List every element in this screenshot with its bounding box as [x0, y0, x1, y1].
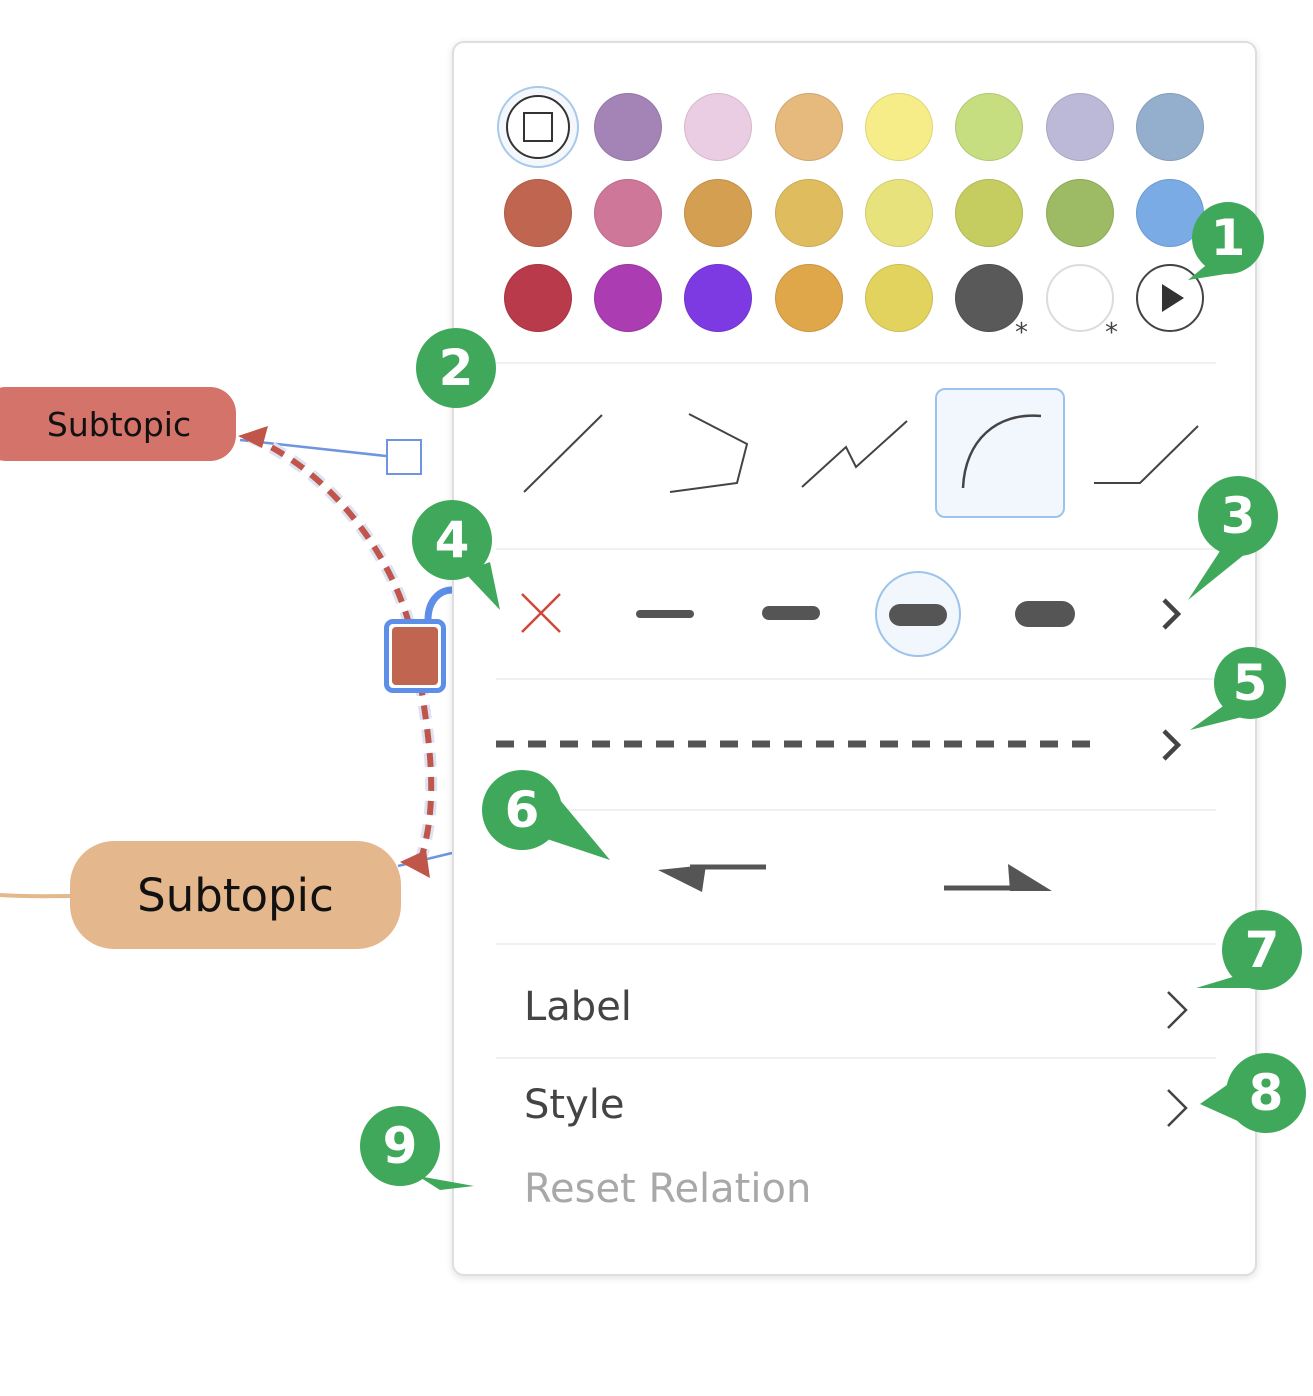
line-shape-step[interactable]: [1080, 388, 1210, 518]
relation-end-arrow: [400, 850, 430, 878]
style-menu-item[interactable]: Style: [496, 1068, 1216, 1148]
callout-marker-6: 6: [482, 770, 610, 860]
color-swatch[interactable]: [1046, 179, 1114, 247]
callout-marker-2: 2: [416, 328, 518, 436]
callout-number: 7: [1245, 921, 1280, 979]
subtopic-node[interactable]: Subtopic: [70, 841, 401, 949]
arrow-begin-option[interactable]: [650, 850, 770, 900]
color-swatch[interactable]: [1046, 264, 1114, 332]
asterisk: *: [1015, 318, 1028, 348]
chevron-right-icon: [1167, 1089, 1188, 1127]
color-swatch[interactable]: [1046, 93, 1114, 161]
callout-marker-7: 7: [1196, 910, 1302, 990]
divider: [496, 678, 1216, 680]
color-swatch[interactable]: [865, 93, 933, 161]
weight-thin[interactable]: [630, 596, 700, 632]
line-shape-elbow[interactable]: [643, 388, 773, 518]
weight-medium[interactable]: [756, 596, 826, 632]
callout-number: 9: [383, 1117, 418, 1175]
callout-number: 4: [435, 511, 470, 569]
callout-marker-9: 9: [360, 1106, 474, 1190]
style-menu-text: Style: [524, 1082, 625, 1128]
reset-relation-text: Reset Relation: [524, 1166, 812, 1212]
relation-anchor-handle[interactable]: [386, 439, 422, 475]
color-swatch[interactable]: [865, 264, 933, 332]
callout-marker-1: 1: [1188, 202, 1264, 280]
color-swatch[interactable]: [955, 93, 1023, 161]
callout-number: 8: [1249, 1064, 1284, 1122]
label-menu-text: Label: [524, 984, 632, 1030]
line-shape-zigzag[interactable]: [790, 388, 920, 518]
color-swatch[interactable]: [684, 179, 752, 247]
dash-pattern-selector[interactable]: [496, 730, 1106, 758]
reset-relation-item[interactable]: Reset Relation: [496, 1156, 1216, 1226]
color-swatch[interactable]: [865, 179, 933, 247]
subtopic-node[interactable]: Subtopic: [0, 387, 236, 461]
line-shape-curved[interactable]: [935, 388, 1065, 518]
weight-none[interactable]: [512, 585, 568, 641]
label-menu-item[interactable]: Label: [496, 970, 1216, 1050]
callout-marker-8: 8: [1200, 1053, 1306, 1133]
divider: [496, 809, 1216, 811]
color-swatch[interactable]: [684, 264, 752, 332]
divider: [496, 943, 1216, 945]
more-colors-button[interactable]: [1136, 264, 1204, 332]
branch-line: [0, 893, 73, 899]
callout-marker-5: 5: [1190, 647, 1286, 730]
callout-number: 5: [1233, 654, 1268, 712]
callout-number: 1: [1211, 209, 1246, 267]
callout-number: 2: [439, 339, 474, 397]
color-swatch[interactable]: [775, 264, 843, 332]
line-shape-straight[interactable]: [498, 388, 628, 518]
color-swatch[interactable]: [504, 179, 572, 247]
color-swatch[interactable]: [594, 264, 662, 332]
weight-extra-thick[interactable]: [1010, 596, 1080, 632]
chevron-right-icon[interactable]: [1156, 596, 1186, 632]
relation-start-arrow: [238, 426, 268, 448]
no-color-swatch[interactable]: [497, 86, 579, 168]
x-icon: [521, 593, 561, 633]
color-swatch[interactable]: [594, 179, 662, 247]
divider: [496, 1057, 1216, 1059]
color-swatch[interactable]: [775, 179, 843, 247]
callout-number: 6: [505, 781, 540, 839]
connector-line: [239, 438, 387, 458]
relation-format-panel: [452, 41, 1257, 1276]
color-swatch[interactable]: [504, 264, 572, 332]
callout-number: 3: [1221, 487, 1256, 545]
color-swatch[interactable]: [955, 264, 1023, 332]
divider: [496, 362, 1216, 364]
callout-marker-3: 3: [1188, 476, 1278, 600]
arrow-end-option[interactable]: [940, 850, 1060, 900]
control-arc: [424, 586, 453, 621]
weight-thick[interactable]: [875, 571, 961, 657]
callout-marker-4: 4: [412, 500, 500, 610]
color-swatch[interactable]: [1136, 93, 1204, 161]
chevron-right-icon: [1167, 991, 1188, 1029]
chevron-right-icon[interactable]: [1156, 727, 1186, 763]
relation-control-handle[interactable]: [384, 619, 446, 693]
divider: [496, 548, 1216, 550]
color-swatch[interactable]: [955, 179, 1023, 247]
play-icon: [1162, 284, 1184, 312]
square-outline-icon: [523, 112, 553, 142]
color-swatch[interactable]: [594, 93, 662, 161]
color-swatch[interactable]: [684, 93, 752, 161]
color-swatch[interactable]: [775, 93, 843, 161]
asterisk: *: [1105, 318, 1118, 348]
